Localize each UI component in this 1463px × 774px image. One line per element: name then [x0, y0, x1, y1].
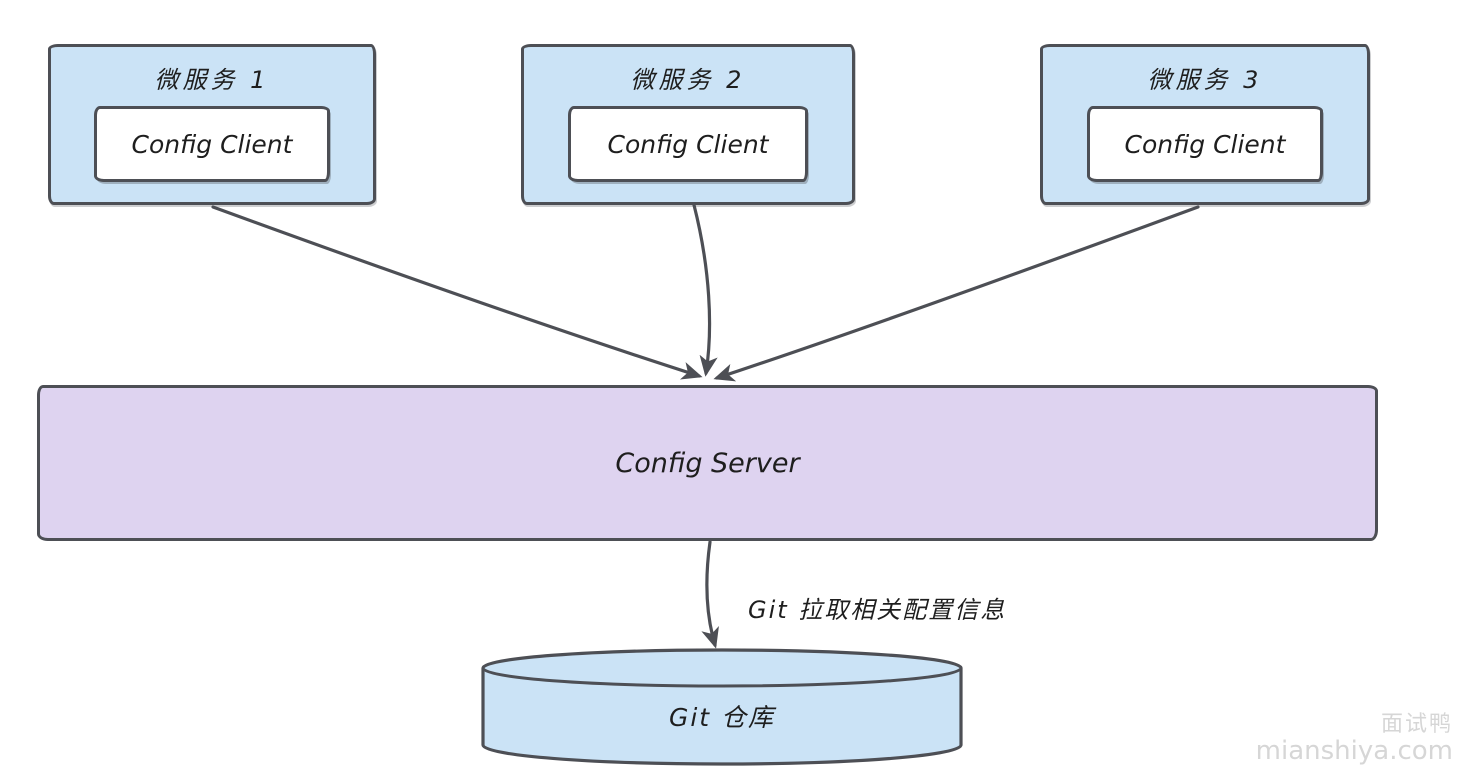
- config-server-label: Config Server: [615, 447, 800, 479]
- arrow-ms2-to-server: [692, 203, 718, 377]
- watermark-brand: 面试鸭: [1380, 712, 1453, 738]
- microservice-box-3: 微服务 3 Config Client: [1040, 44, 1370, 205]
- arrow-ms1-to-server: [211, 205, 703, 380]
- config-client-label: Config Client: [1124, 129, 1286, 159]
- config-client-box: Config Client: [94, 106, 330, 182]
- arrow-server-to-repo: [701, 540, 719, 649]
- config-client-label: Config Client: [131, 129, 293, 159]
- git-repo-cylinder: [481, 648, 963, 766]
- microservice-title: 微服务 3: [1147, 66, 1263, 94]
- microservice-title: 微服务 2: [630, 66, 746, 94]
- arrow-ms3-to-server: [713, 205, 1200, 382]
- config-client-box: Config Client: [1086, 106, 1324, 182]
- config-client-box: Config Client: [568, 106, 808, 182]
- git-pull-arrow-label: Git 拉取相关配置信息: [748, 596, 1007, 624]
- watermark: 面试鸭 mianshiya.com: [1256, 713, 1453, 766]
- git-repo-label: Git 仓库: [668, 703, 776, 732]
- microservice-title: 微服务 1: [154, 66, 270, 94]
- config-server-box: Config Server: [37, 385, 1378, 541]
- microservice-box-1: 微服务 1 Config Client: [48, 44, 376, 205]
- config-client-label: Config Client: [607, 129, 769, 159]
- watermark-site: mianshiya.com: [1255, 736, 1453, 767]
- microservice-box-2: 微服务 2 Config Client: [521, 44, 855, 205]
